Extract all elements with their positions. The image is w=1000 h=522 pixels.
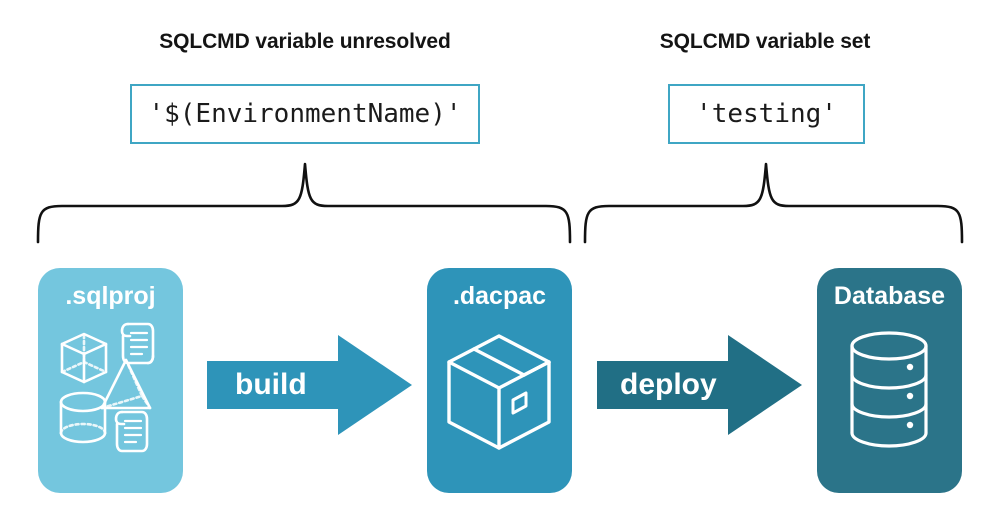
sqlcmd-variable-set-value: 'testing' [696, 99, 837, 129]
stage-card-sqlproj[interactable]: .sqlproj [38, 268, 183, 493]
sqlcmd-variable-set-box[interactable]: 'testing' [668, 84, 865, 144]
right-arrow-icon [597, 335, 802, 435]
stage-card-dacpac-label: .dacpac [452, 282, 547, 310]
build-arrow-label: build [235, 368, 307, 401]
stage-card-dacpac[interactable]: .dacpac [427, 268, 572, 493]
stage-card-sqlproj-label: .sqlproj [65, 282, 156, 310]
stage-card-database[interactable]: Database [817, 268, 962, 493]
sqlcmd-variable-unresolved-box[interactable]: '$(EnvironmentName)' [130, 84, 480, 144]
package-box-icon [427, 320, 572, 470]
deploy-arrow[interactable]: deploy [597, 335, 802, 435]
deploy-arrow-label: deploy [620, 368, 717, 401]
right-arrow-icon [207, 335, 412, 435]
build-arrow[interactable]: build [207, 335, 412, 435]
right-section-title: SQLCMD variable set [659, 30, 871, 53]
stage-card-database-label: Database [833, 282, 946, 310]
brace-layer [0, 150, 1000, 245]
sqlproj-objects-icon [38, 316, 183, 466]
database-cylinder-icon [817, 320, 962, 470]
curly-brace-icon [36, 162, 572, 244]
curly-brace-icon [583, 162, 964, 244]
sqlcmd-variable-unresolved-value: '$(EnvironmentName)' [148, 99, 462, 129]
left-section-title: SQLCMD variable unresolved [159, 30, 451, 53]
